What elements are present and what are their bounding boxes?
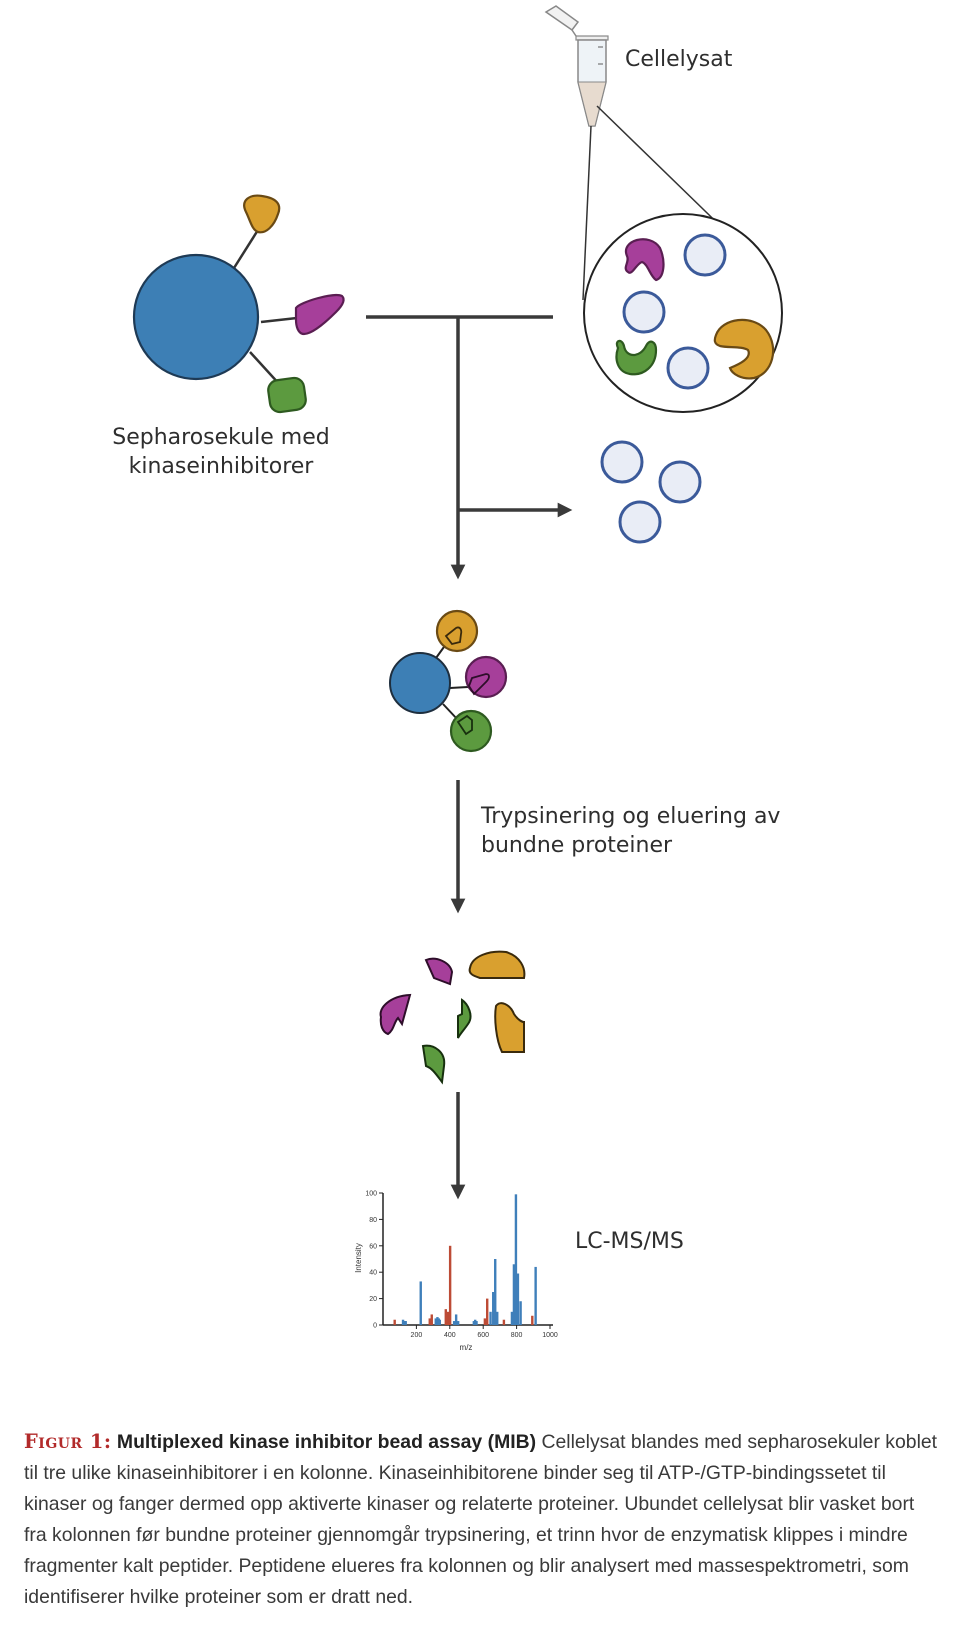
- x-tick-label: 1000: [542, 1332, 558, 1339]
- figure-label: Figur 1:: [24, 1430, 112, 1453]
- spectrum-peak-blue: [496, 1311, 499, 1325]
- magenta-peptide-icon: [424, 957, 454, 986]
- magenta-kinase-icon: [464, 655, 508, 699]
- unbound-proteins: [600, 440, 702, 544]
- green-inhibitor-icon: [267, 376, 307, 414]
- spectrum-peak-blue: [512, 1264, 516, 1325]
- green-peptide-icon: [421, 1044, 446, 1085]
- bead-label-line2: kinaseinhibitorer: [129, 454, 315, 479]
- spectrum-peak-red: [448, 1245, 452, 1325]
- microtube-icon: [544, 5, 609, 127]
- figure-caption: Figur 1: Multiplexed kinase inhibitor be…: [24, 1426, 939, 1613]
- spectrum-peak-blue: [519, 1301, 522, 1325]
- unbound-protein-icon: [618, 500, 662, 544]
- y-tick-label: 0: [373, 1323, 377, 1330]
- green-kinase-icon: [615, 339, 658, 376]
- figure-title: Multiplexed kinase inhibitor bead assay …: [116, 1431, 537, 1453]
- orange-peptide-icon: [494, 1002, 525, 1053]
- y-tick-label: 40: [369, 1270, 377, 1277]
- orange-kinase-icon: [435, 609, 479, 653]
- orange-kinase-icon: [713, 318, 775, 380]
- y-tick-label: 100: [365, 1191, 377, 1198]
- unbound-protein-icon: [666, 346, 710, 390]
- x-tick-label: 600: [477, 1332, 489, 1339]
- spectrum-peak-blue: [510, 1311, 514, 1325]
- unbound-protein-icon: [622, 290, 666, 334]
- bead-label: Sepharosekule med: [112, 425, 330, 450]
- spectrum-peak-red: [446, 1311, 450, 1325]
- spectrum-peak-blue: [516, 1273, 520, 1325]
- spectrum-peak-red: [428, 1318, 431, 1325]
- spectrum-peak-red: [486, 1298, 489, 1325]
- x-tick-label: 400: [444, 1332, 456, 1339]
- cell-lysate-label: Cellelysat: [625, 47, 733, 72]
- unbound-protein-icon: [683, 233, 727, 277]
- spectrum-peak-blue: [434, 1318, 437, 1325]
- peptide-fragments: [379, 950, 526, 1085]
- ms-label: LC-MS/MS: [575, 1229, 684, 1254]
- orange-inhibitor-icon: [243, 194, 281, 234]
- spectrum-peak-red: [502, 1319, 506, 1325]
- spectrum-peak-blue: [492, 1292, 495, 1325]
- spectrum-peak-blue: [436, 1317, 439, 1325]
- unbound-protein-icon: [600, 440, 644, 484]
- spectrum-peak-blue: [404, 1321, 407, 1325]
- sepharose-bead: [132, 194, 345, 414]
- step-label-line2: bundne proteiner: [481, 833, 673, 858]
- green-peptide-icon: [457, 998, 472, 1039]
- step-label: Trypsinering og eluering av: [480, 804, 780, 829]
- x-axis-label: m/z: [460, 1343, 473, 1352]
- orange-peptide-icon: [468, 950, 526, 979]
- magenta-inhibitor-icon: [294, 294, 345, 336]
- spectrum-peak-blue: [494, 1259, 497, 1325]
- mib-diagram: Cellelysat Sepharosekule med kinaseinhib…: [112, 5, 783, 1353]
- spectrum-peak-blue: [473, 1319, 477, 1325]
- figure-caption-text: Cellelysat blandes med sepharosekuler ko…: [24, 1431, 938, 1608]
- x-tick-label: 800: [511, 1332, 523, 1339]
- magenta-peptide-icon: [379, 993, 412, 1036]
- spectrum-peak-blue: [401, 1319, 405, 1325]
- mixing-flow: [366, 315, 573, 580]
- x-tick-label: 200: [411, 1332, 423, 1339]
- bead-bound-kinases: [389, 609, 508, 753]
- y-tick-label: 60: [369, 1243, 377, 1250]
- spectrum-peak-blue: [489, 1311, 492, 1325]
- unbound-protein-icon: [658, 460, 702, 504]
- magenta-kinase-icon: [624, 238, 665, 282]
- spectrum-peak-blue: [454, 1314, 458, 1325]
- y-tick-label: 80: [369, 1217, 377, 1224]
- spectrum-peak-blue: [534, 1266, 537, 1325]
- spectrum-peak-red: [393, 1319, 396, 1325]
- y-axis-label: Intensity: [354, 1243, 363, 1273]
- spectrum-peak-blue: [475, 1321, 478, 1325]
- spectrum-peak-blue: [452, 1321, 456, 1325]
- spectrum-peak-red: [444, 1309, 447, 1325]
- spectrum-peak-blue: [419, 1281, 422, 1325]
- spectrum-peak-red: [531, 1315, 534, 1325]
- spectrum-peak-blue: [514, 1194, 518, 1325]
- spectrum-peak-red: [430, 1314, 433, 1325]
- spectrum-peak-blue: [456, 1321, 460, 1325]
- spectrum-peak-red: [483, 1318, 487, 1325]
- lysate-contents: [615, 233, 775, 390]
- zoom-line-left: [582, 125, 592, 301]
- spectrum-peak-blue: [438, 1319, 441, 1325]
- spectrum-peak-blue: [472, 1321, 476, 1325]
- y-tick-label: 20: [369, 1296, 377, 1303]
